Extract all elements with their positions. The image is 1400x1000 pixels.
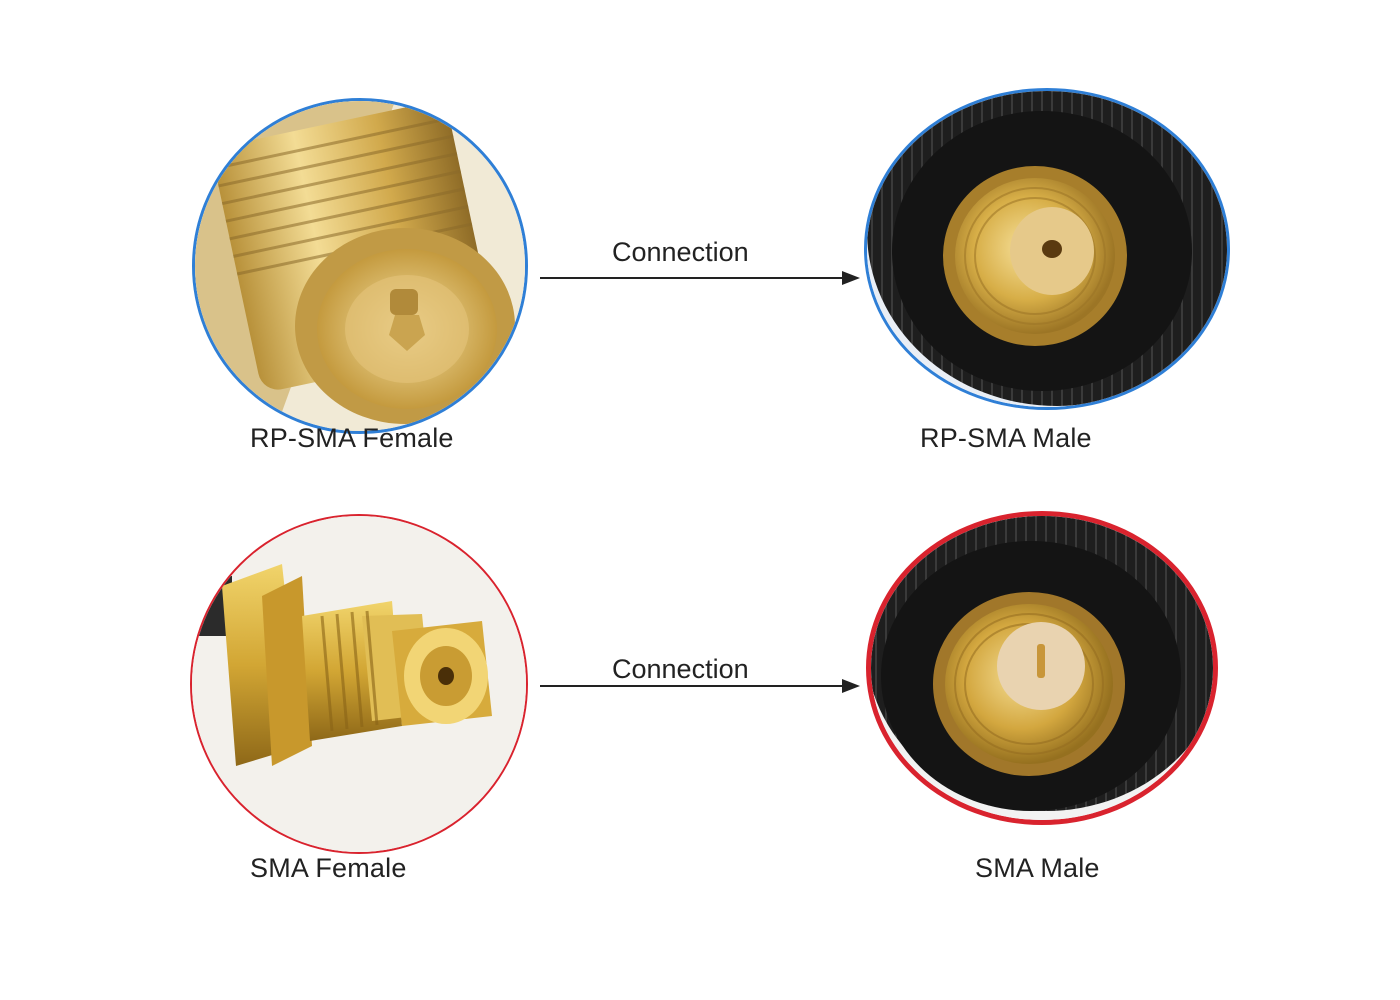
rp-sma-male-connector-icon [864,88,1230,410]
rp-sma-female-connector-icon [192,98,528,434]
sma-male-label: SMA Male [975,853,1100,883]
connection-arrow-icon [540,271,860,285]
rp-sma-male-label: RP-SMA Male [920,423,1092,453]
rp-sma-female-label: RP-SMA Female [250,423,454,453]
sma-female-connector-icon [190,514,528,854]
connection-label: Connection [612,654,749,684]
connection-arrow-icon [540,679,860,693]
sma-male-connector-icon [866,511,1218,825]
connection-label: Connection [612,237,749,267]
sma-female-label: SMA Female [250,853,407,883]
